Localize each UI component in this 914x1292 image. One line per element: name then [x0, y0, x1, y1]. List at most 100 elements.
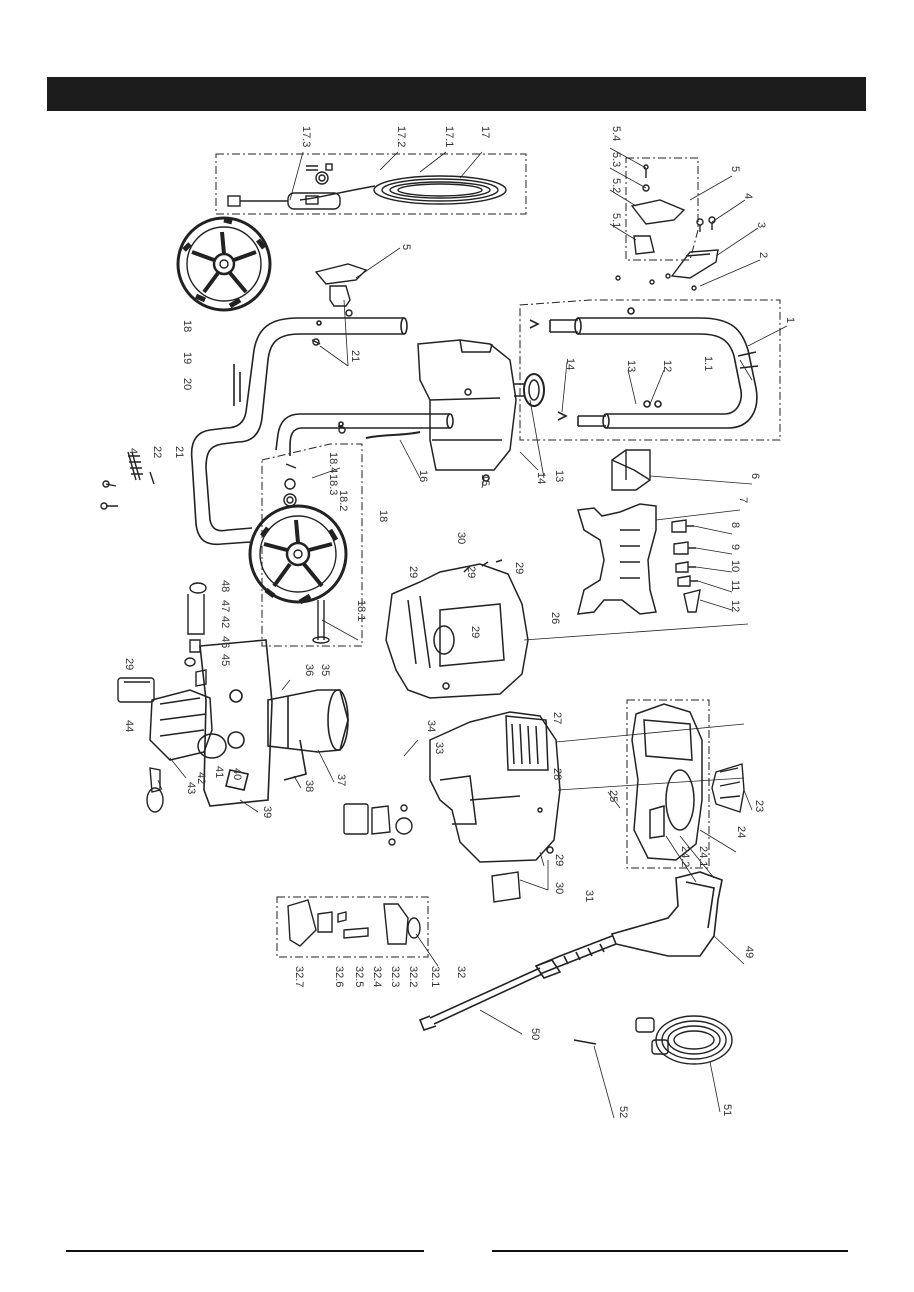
callout-1-1: 1.1 — [702, 356, 714, 371]
needle-52 — [574, 1040, 596, 1044]
callout-17-2: 17.2 — [395, 126, 407, 147]
callout-18-lower: 18 — [377, 510, 389, 522]
callout-38: 38 — [303, 780, 315, 792]
cord-hook-3 — [616, 217, 718, 290]
callout-21-handle: 21 — [349, 350, 361, 362]
callout-3: 3 — [755, 222, 767, 228]
callout-24: 24 — [735, 826, 747, 838]
callout-27: 27 — [551, 712, 563, 724]
callout-32-1: 32.1 — [429, 966, 441, 987]
callout-46: 46 — [219, 636, 231, 648]
callout-44: 44 — [123, 720, 135, 732]
callout-4-left: 4 — [127, 448, 139, 454]
callout-29-front: 29 — [553, 854, 565, 866]
callout-19: 19 — [181, 352, 193, 364]
callout-29-top: 29 — [513, 562, 525, 574]
callout-32-7: 32.7 — [293, 966, 305, 987]
rear-housing-26 — [386, 560, 528, 698]
group-box-32 — [277, 897, 428, 957]
callout-51: 51 — [721, 1104, 733, 1116]
control-parts-33 — [344, 804, 412, 845]
callout-5-3: 5.3 — [610, 152, 622, 167]
callout-12-handle: 12 — [661, 360, 673, 372]
callout-42-upper: 42 — [219, 616, 231, 628]
callout-43: 43 — [185, 782, 197, 794]
spring-22 — [101, 452, 154, 509]
callout-36: 36 — [303, 664, 315, 676]
callout-52: 52 — [617, 1106, 629, 1118]
callout-6: 6 — [749, 473, 761, 479]
callout-29-inner: 29 — [469, 626, 481, 638]
callout-17-3: 17.3 — [300, 126, 312, 147]
callout-4: 4 — [742, 193, 754, 199]
callout-24-1: 24.1 — [697, 846, 709, 867]
callout-33: 33 — [433, 742, 445, 754]
panel-31 — [492, 872, 520, 902]
callout-39: 39 — [261, 806, 273, 818]
callout-13: 13 — [553, 470, 565, 482]
callout-50: 50 — [529, 1028, 541, 1040]
motor-37 — [268, 690, 348, 780]
callout-21-left: 21 — [173, 446, 185, 458]
footer-rule-right — [492, 1250, 848, 1252]
footer-rule-left — [66, 1250, 424, 1252]
callout-22: 22 — [151, 446, 163, 458]
callout-5-4: 5.4 — [610, 126, 622, 141]
callout-5-handle: 5 — [400, 244, 412, 250]
callout-23: 23 — [753, 800, 765, 812]
callout-15: 15 — [479, 474, 491, 486]
callout-45: 45 — [219, 654, 231, 666]
callout-32-3: 32.3 — [389, 966, 401, 987]
callout-14-handle: 14 — [564, 358, 576, 370]
callout-32-6: 32.6 — [333, 966, 345, 987]
group-box-5 — [626, 158, 698, 260]
hose-hook-5 — [632, 165, 684, 254]
callout-24-2: 24.2 — [679, 846, 691, 867]
filter-23 — [712, 764, 744, 812]
callout-18-4: 18.4 — [327, 452, 339, 473]
callout-2: 2 — [757, 252, 769, 258]
callout-20: 20 — [181, 378, 193, 390]
group-box-17 — [216, 154, 526, 214]
callout-17: 17 — [479, 126, 491, 138]
callout-18-top: 18 — [181, 320, 193, 332]
callout-40: 40 — [231, 768, 243, 780]
hose-rack-6 — [612, 450, 650, 490]
nozzle-holder-7 — [578, 504, 656, 614]
callout-17-1: 17.1 — [443, 126, 455, 147]
callout-7: 7 — [737, 497, 749, 503]
callout-35: 35 — [319, 664, 331, 676]
callout-12: 12 — [729, 600, 741, 612]
callout-32-5: 32.5 — [353, 966, 365, 987]
callout-5-1: 5.1 — [610, 213, 622, 228]
callout-32-2: 32.2 — [407, 966, 419, 987]
callout-18-1: 18.1 — [355, 600, 367, 621]
callout-48: 48 — [219, 580, 231, 592]
front-housing-27-28 — [430, 712, 560, 862]
cover-24 — [632, 704, 702, 860]
callout-28: 28 — [551, 768, 563, 780]
fittings-45-48 — [185, 583, 206, 686]
callout-1: 1 — [784, 317, 796, 323]
callout-16: 16 — [417, 470, 429, 482]
callout-5-2: 5.2 — [610, 178, 622, 193]
callout-29-left: 29 — [407, 566, 419, 578]
callout-37: 37 — [335, 774, 347, 786]
callout-29-pump: 29 — [123, 658, 135, 670]
callout-5: 5 — [729, 166, 741, 172]
callout-30-top: 30 — [455, 532, 467, 544]
callout-34: 34 — [425, 720, 437, 732]
power-cord-17 — [228, 164, 506, 209]
frame-handle-19 — [192, 318, 453, 544]
callout-32-4: 32.4 — [371, 966, 383, 987]
callout-8: 8 — [729, 522, 741, 528]
tank-housing-14 — [418, 340, 544, 481]
filter-44 — [118, 678, 154, 702]
callout-31: 31 — [583, 890, 595, 902]
callout-13-handle: 13 — [625, 360, 637, 372]
callout-25: 25 — [607, 790, 619, 802]
hose-coil-51 — [636, 1016, 732, 1064]
wheel-top-18 — [178, 218, 270, 310]
